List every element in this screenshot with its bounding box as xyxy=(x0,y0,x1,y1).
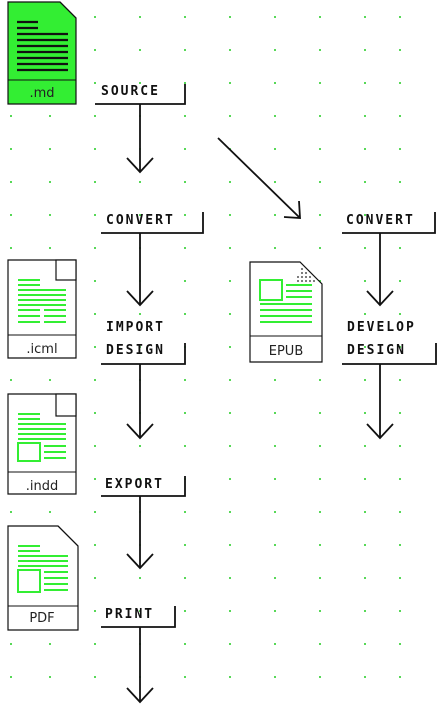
icml-file-icon: .icml xyxy=(7,259,77,359)
epub-file-label: EPUB xyxy=(269,344,304,359)
step-convert-left-label: CONVERT xyxy=(106,213,175,228)
pdf-file-icon: PDF xyxy=(7,525,79,631)
step-print-label: PRINT xyxy=(105,607,155,622)
indd-file-label: .indd xyxy=(26,479,59,494)
pdf-file-label: PDF xyxy=(29,611,54,626)
icml-file-label: .icml xyxy=(26,342,57,357)
epub-file-icon: EPUB xyxy=(249,261,323,363)
step-export-label: EXPORT xyxy=(105,477,164,492)
arrow-source-to-epub xyxy=(217,137,301,219)
step-import-design-label: IMPORT DESIGN xyxy=(106,320,165,358)
label-brackets xyxy=(95,84,437,628)
step-source-label: SOURCE xyxy=(101,84,160,99)
md-file-label: .md xyxy=(29,86,54,101)
indd-file-icon: .indd xyxy=(7,393,77,495)
flow-arrows xyxy=(126,104,394,704)
md-file-icon: .md xyxy=(7,1,77,105)
step-develop-design-label: DEVELOP DESIGN xyxy=(347,320,416,358)
step-convert-right-label: CONVERT xyxy=(346,213,415,228)
